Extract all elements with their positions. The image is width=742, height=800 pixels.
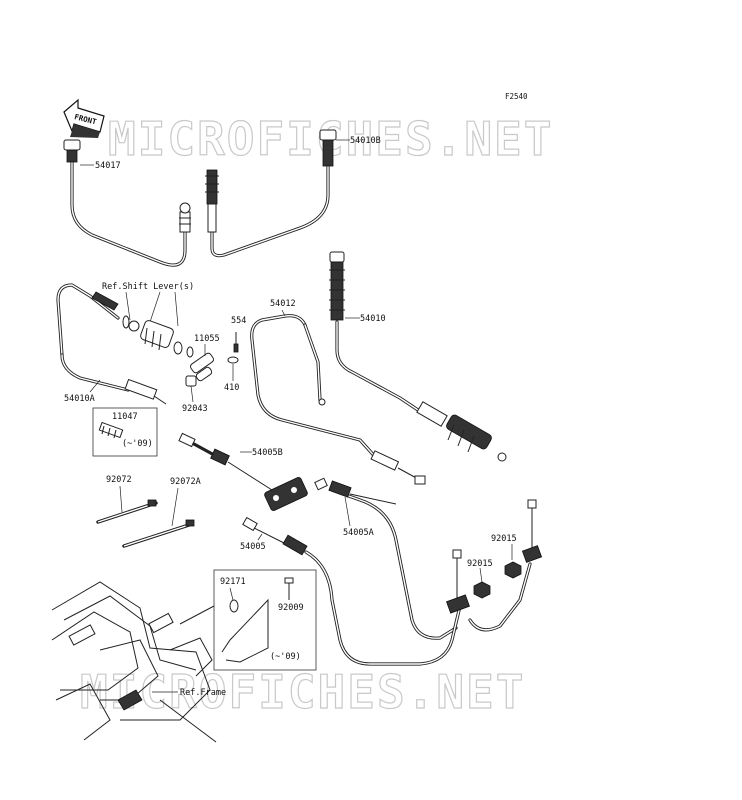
part-label-11047: 11047 (112, 412, 138, 422)
part-92015-upper (504, 561, 522, 579)
note-92171: (~'09) (270, 652, 301, 662)
part-label-54005A: 54005A (343, 528, 374, 538)
part-11055 (189, 352, 215, 382)
part-label-92015-lower: 92015 (467, 559, 493, 569)
part-92043 (185, 375, 197, 387)
box-11047 (92, 407, 158, 457)
cable-54010 (329, 251, 507, 462)
cable-54005A (328, 480, 458, 640)
part-label-554: 554 (231, 316, 246, 326)
part-label-92072A: 92072A (170, 477, 201, 487)
box-92171 (213, 569, 317, 671)
cable-54017 (63, 139, 191, 267)
part-label-92009: 92009 (278, 603, 304, 613)
cable-54010B (205, 129, 337, 258)
part-410 (227, 356, 239, 364)
part-label-54010: 54010 (360, 314, 386, 324)
cable-tie-92072 (96, 499, 158, 524)
cable-54005 (242, 499, 543, 666)
part-label-410: 410 (224, 383, 239, 393)
cable-54010A (56, 283, 167, 405)
shift-lever-parts (122, 315, 194, 358)
part-label-11055: 11055 (194, 334, 220, 344)
part-label-54017: 54017 (95, 161, 121, 171)
figure-code: F2540 (505, 92, 528, 101)
part-label-92043: 92043 (182, 404, 208, 414)
part-label-92072: 92072 (106, 475, 132, 485)
watermark-bottom: MICROFICHES.NET (80, 665, 525, 719)
part-label-92015-upper: 92015 (491, 534, 517, 544)
frame-illustration (51, 581, 217, 743)
part-label-54005: 54005 (240, 542, 266, 552)
part-label-54012: 54012 (270, 299, 296, 309)
cable-54012 (250, 314, 426, 485)
ref-shift-lever: Ref.Shift Lever(s) (102, 282, 194, 292)
part-92015-lower (473, 581, 491, 599)
cable-tie-92072A (122, 519, 195, 548)
part-label-54010A: 54010A (64, 394, 95, 404)
part-label-92171: 92171 (220, 577, 246, 587)
cable-54005B (178, 432, 273, 491)
part-554 (233, 332, 239, 353)
part-label-54005B: 54005B (252, 448, 283, 458)
front-arrow-icon: FRONT (63, 98, 105, 138)
ref-frame: Ref.Frame (180, 688, 226, 698)
junction-block (264, 477, 328, 511)
part-label-54010B: 54010B (350, 136, 381, 146)
note-11047: (~'09) (122, 439, 153, 449)
